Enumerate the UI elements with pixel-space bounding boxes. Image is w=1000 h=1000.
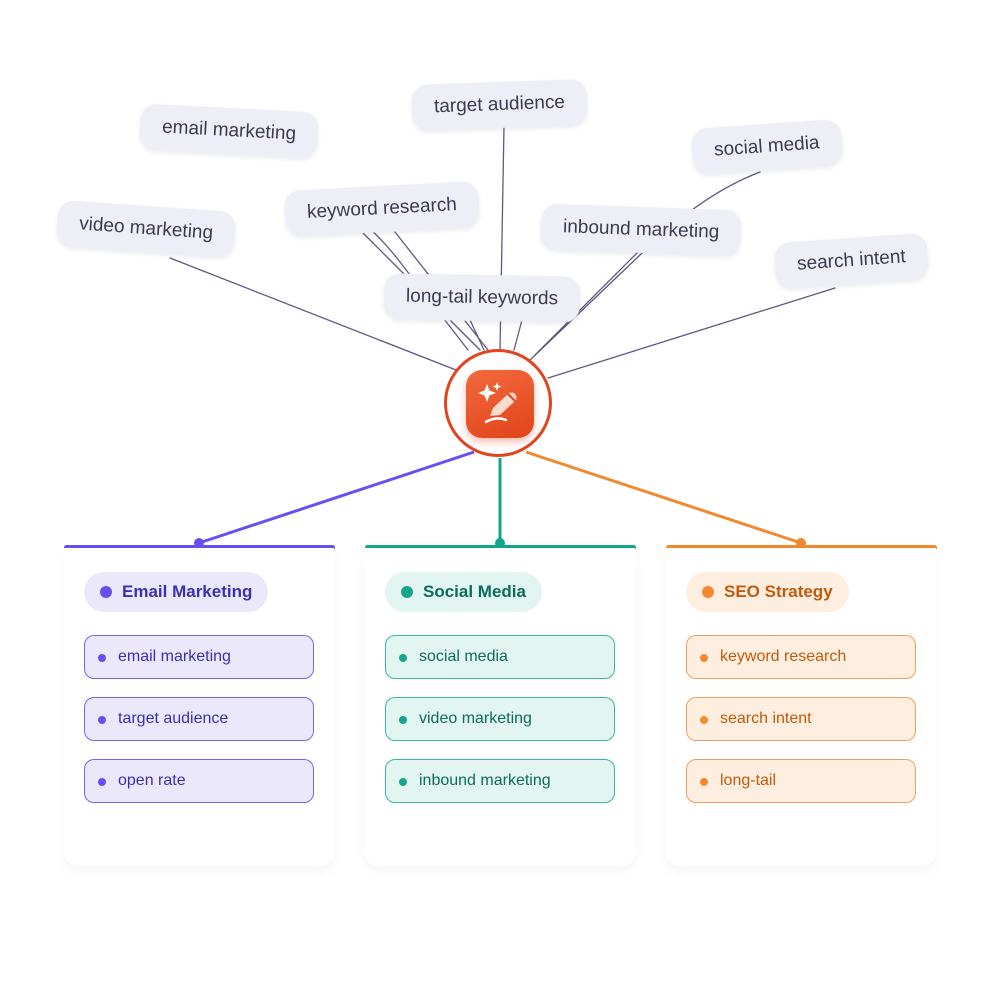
category-title: Social Media: [423, 582, 526, 601]
item-label: search intent: [720, 710, 812, 727]
item-dot: [700, 716, 708, 724]
connector-social-media: [529, 171, 761, 361]
category-title: Email Marketing: [122, 582, 253, 601]
item-label: video marketing: [419, 710, 532, 727]
category-item[interactable]: target audience: [84, 697, 314, 741]
keyword-tag: inbound marketing: [540, 203, 743, 257]
category-header: Social Media: [385, 572, 542, 612]
ai-writing-icon: [466, 370, 534, 438]
connector-long-tail-2: [513, 319, 523, 351]
branch-email: [198, 450, 475, 545]
item-dot: [98, 654, 106, 662]
category-item[interactable]: social media: [385, 635, 615, 679]
item-label: open rate: [118, 772, 186, 789]
keyword-tag: email marketing: [138, 103, 320, 159]
category-panel-social-media: Social Media social media video marketin…: [365, 548, 635, 866]
item-label: email marketing: [118, 648, 231, 665]
item-dot: [98, 778, 106, 786]
item-dot: [98, 716, 106, 724]
category-item[interactable]: email marketing: [84, 635, 314, 679]
connector-inbound-marketing: [534, 249, 641, 356]
keyword-tag: target audience: [411, 78, 588, 132]
item-label: keyword research: [720, 648, 847, 665]
category-item[interactable]: video marketing: [385, 697, 615, 741]
category-dot: [100, 586, 112, 598]
item-dot: [399, 654, 407, 662]
category-header: Email Marketing: [84, 572, 269, 612]
connector-video-marketing: [169, 257, 457, 371]
keyword-tag: long-tail keywords: [383, 273, 581, 323]
item-dot: [700, 778, 708, 786]
category-dot: [401, 586, 413, 598]
item-label: target audience: [118, 710, 229, 727]
category-panel-seo-strategy: SEO Strategy keyword research search int…: [666, 548, 936, 866]
item-dot: [399, 778, 407, 786]
item-dot: [399, 716, 407, 724]
category-header: SEO Strategy: [686, 572, 849, 612]
category-item[interactable]: search intent: [686, 697, 916, 741]
branch-seo: [525, 450, 802, 545]
category-item[interactable]: open rate: [84, 759, 314, 803]
category-title: SEO Strategy: [724, 582, 833, 601]
item-dot: [700, 654, 708, 662]
category-item[interactable]: inbound marketing: [385, 759, 615, 803]
item-label: inbound marketing: [419, 772, 551, 789]
item-label: long-tail: [720, 772, 777, 789]
item-label: social media: [419, 648, 508, 665]
connector-long-tail: [469, 319, 485, 351]
category-item[interactable]: long-tail: [686, 759, 916, 803]
category-dot: [702, 586, 714, 598]
connector-search-intent: [547, 287, 836, 379]
category-item[interactable]: keyword research: [686, 635, 916, 679]
category-panel-email-marketing: Email Marketing email marketing target a…: [64, 548, 334, 866]
